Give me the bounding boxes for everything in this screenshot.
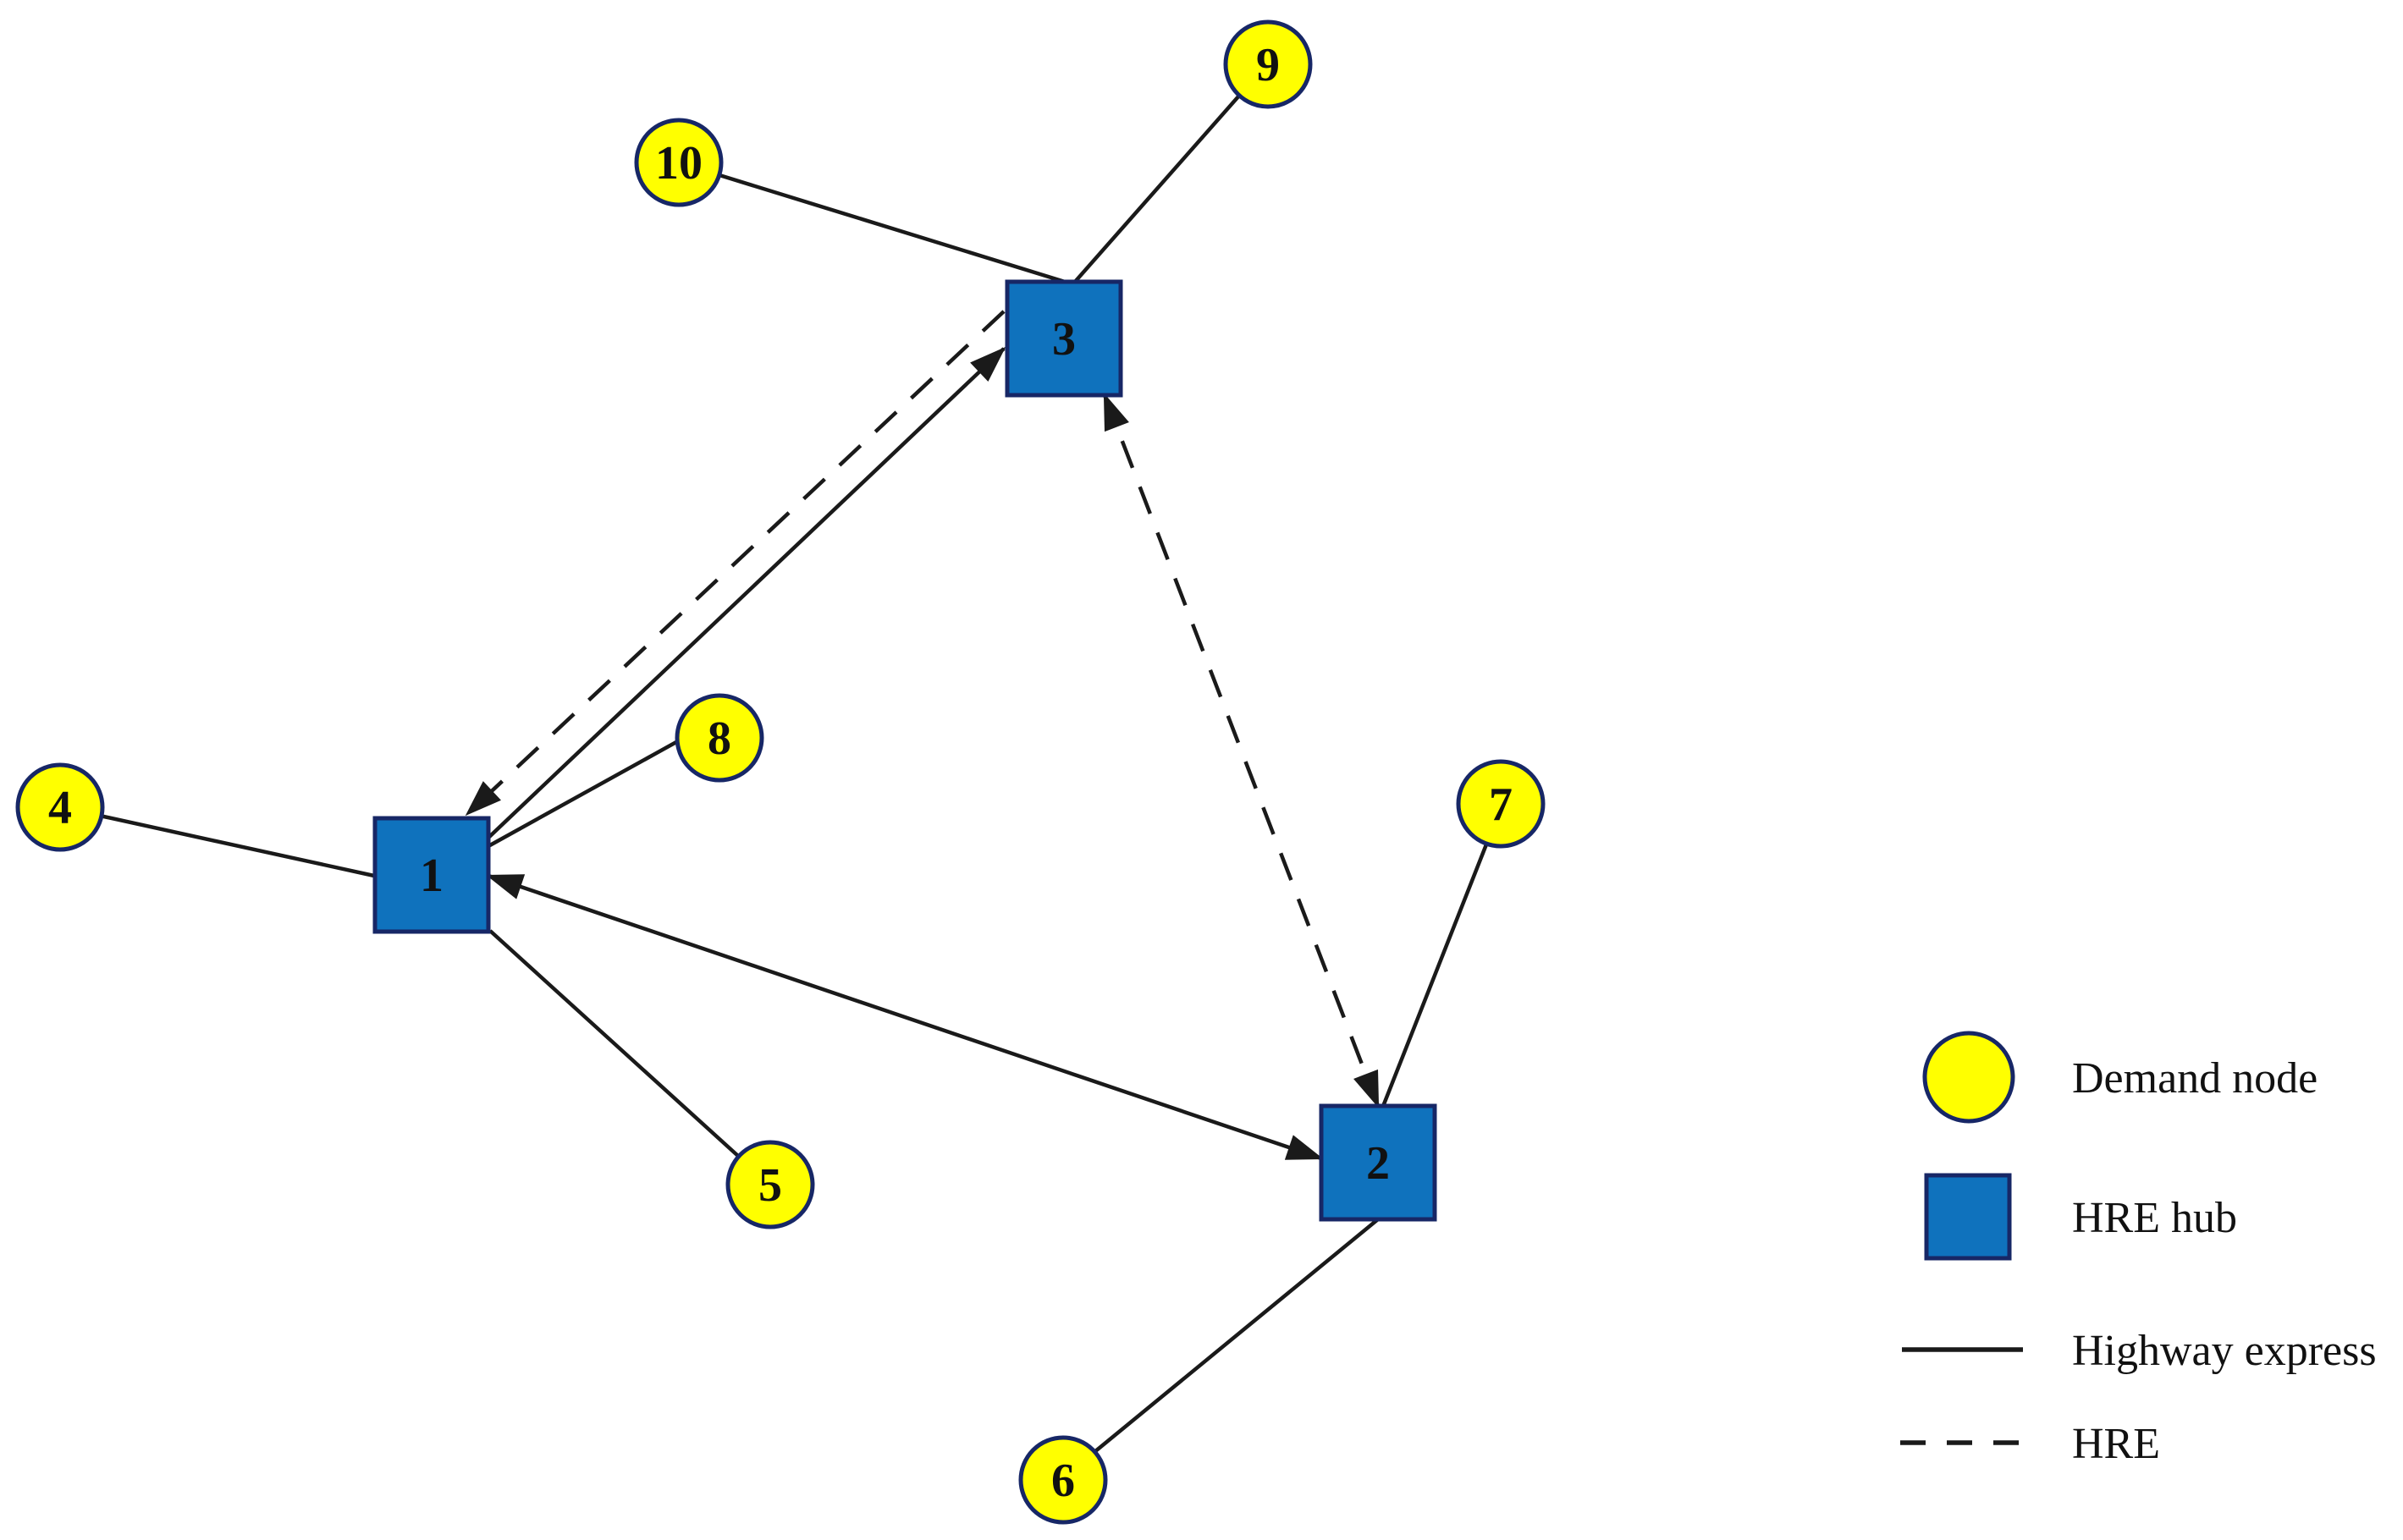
legend-item-hre-hub: HRE hub [1924,1173,2237,1261]
hub-label: 3 [1052,313,1076,366]
demand-node-symbol-icon [1922,1031,2015,1124]
edges-layer [99,94,1489,1454]
hub-label: 1 [420,850,444,902]
demand-label: 10 [655,137,703,190]
hre-hub-symbol-icon [1924,1173,2012,1261]
hub-square [372,816,491,934]
edge-8-1-highway-express [487,740,678,848]
legend-item-highway-express: Highway express [1902,1327,2377,1375]
edge-1-2-highway-express-bidirectional [486,873,1324,1161]
demand-label: 9 [1256,39,1280,91]
legend: Demand node HRE hub Highway express HRE [1900,1031,2377,1468]
demand-label: 4 [48,782,72,834]
hub-node-2: 2 [1319,1103,1437,1222]
demand-node-6: 6 [1018,1435,1108,1525]
legend-label-hre-hub: HRE hub [2072,1194,2237,1242]
demand-node-7: 7 [1456,759,1546,849]
edge-7-2-highway-express [1380,844,1489,1109]
edge-6-2-highway-express [1093,1218,1380,1454]
edge-1-3-highway-express-arrow [487,346,1006,839]
demand-node-5: 5 [725,1140,815,1229]
demand-node-10: 10 [634,118,724,207]
demand-circle [634,118,724,207]
demand-node-9: 9 [1223,19,1313,109]
hub-square [1319,1103,1437,1222]
edge-3-2-hre-bidirectional [1102,393,1381,1108]
legend-item-hre: HRE [1900,1420,2160,1468]
demand-node-4: 4 [15,762,105,852]
demand-label: 7 [1489,778,1513,831]
hub-square [1005,279,1123,398]
hub-node-1: 1 [372,816,491,934]
legend-label-hre: HRE [2072,1420,2160,1468]
hub-label: 2 [1366,1137,1390,1190]
edge-4-1-highway-express [99,813,375,878]
demand-circle [1456,759,1546,849]
legend-label-demand-node: Demand node [2072,1054,2318,1103]
edge-3-1-hre-arrow [465,310,1006,817]
hub-node-3: 3 [1005,279,1123,398]
demand-node-8: 8 [675,693,764,783]
demand-circle [675,693,764,783]
legend-item-demand-node: Demand node [1922,1031,2318,1124]
demand-label: 6 [1051,1455,1075,1507]
edge-9-3-highway-express [1073,94,1241,283]
legend-label-highway-express: Highway express [2072,1327,2377,1375]
demand-circle [15,762,105,852]
demand-circle [1018,1435,1108,1525]
edge-5-1-highway-express [488,929,741,1158]
demand-circle [1223,19,1313,109]
demand-label: 5 [758,1159,782,1212]
edge-10-3-highway-express [719,173,1066,284]
nodes-layer: 1 2 3 4 5 6 [15,19,1546,1525]
demand-circle [725,1140,815,1229]
demand-label: 8 [708,712,731,765]
